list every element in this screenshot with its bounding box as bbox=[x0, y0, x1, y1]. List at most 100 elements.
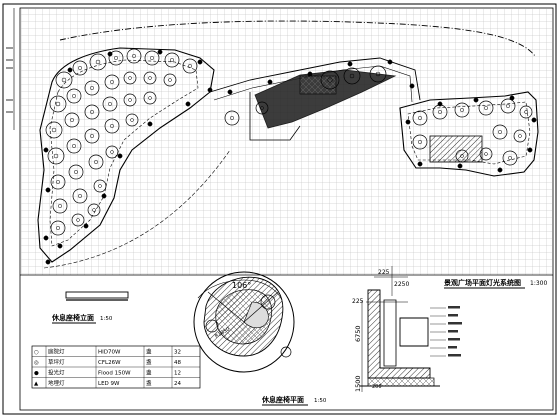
tree-canopy bbox=[93, 179, 107, 193]
light-fixture-dot bbox=[45, 259, 51, 265]
legend-unit: 盏 bbox=[146, 369, 152, 377]
tree-canopy bbox=[513, 129, 527, 143]
tree-trunk bbox=[188, 64, 192, 68]
tree-trunk bbox=[130, 118, 134, 122]
tree-trunk bbox=[418, 116, 422, 120]
light-fixture-dot bbox=[405, 119, 411, 125]
site-bottom-arc bbox=[43, 149, 231, 269]
legend-qty: 32 bbox=[174, 350, 181, 356]
tree-canopy bbox=[72, 188, 88, 204]
light-fixture-dot bbox=[497, 167, 503, 173]
tree-canopy bbox=[64, 112, 80, 128]
legend-symbol: ● bbox=[34, 371, 39, 377]
tree-trunk bbox=[150, 56, 154, 60]
dim-225-top: 225 bbox=[378, 269, 390, 276]
tree-trunk bbox=[95, 59, 101, 65]
tree-trunk bbox=[508, 156, 512, 160]
seat-plan-angle-leg-1 bbox=[207, 291, 245, 323]
tree-canopy bbox=[125, 113, 139, 127]
light-fixture-dot bbox=[45, 187, 51, 193]
tree-trunk bbox=[114, 56, 118, 60]
tree-canopy bbox=[224, 110, 240, 126]
tree-trunk bbox=[78, 66, 82, 70]
tree-trunk bbox=[148, 76, 152, 80]
light-fixture-symbols bbox=[43, 49, 537, 265]
tree-canopy bbox=[502, 150, 518, 166]
tree-trunk bbox=[110, 80, 114, 84]
tree-trunk bbox=[78, 194, 82, 198]
legend-unit: 盏 bbox=[146, 379, 152, 387]
tree-canopy bbox=[55, 71, 73, 89]
tree-canopy bbox=[455, 149, 469, 163]
tree-trunk bbox=[70, 118, 74, 122]
tree-canopy bbox=[412, 110, 428, 126]
tree-trunk bbox=[72, 144, 76, 148]
tree-canopy bbox=[164, 52, 180, 68]
right-building-block bbox=[429, 135, 483, 163]
tree-canopy bbox=[50, 220, 66, 236]
legend-symbol: ○ bbox=[34, 350, 39, 356]
tree-trunk bbox=[170, 58, 174, 62]
tree-trunk bbox=[506, 104, 510, 108]
tree-trunk bbox=[375, 71, 381, 77]
tree-canopy bbox=[123, 71, 137, 85]
seat-elevation-title: 休息座椅立面 bbox=[51, 313, 94, 322]
tree-trunk bbox=[524, 110, 528, 114]
seat-plan-circle-bottom bbox=[280, 346, 292, 358]
tree-trunk bbox=[92, 208, 96, 212]
tree-canopy bbox=[500, 98, 516, 114]
dim-2250: 2250 bbox=[394, 281, 409, 288]
tree-canopy bbox=[412, 134, 428, 150]
tree-trunk bbox=[460, 154, 464, 158]
tree-canopy bbox=[47, 147, 65, 165]
tree-trunk bbox=[90, 86, 94, 90]
tree-symbols bbox=[45, 48, 533, 236]
tree-canopy bbox=[143, 71, 157, 85]
light-fixture-dot bbox=[43, 147, 49, 153]
light-fixture-dot bbox=[67, 67, 73, 73]
tree-canopy bbox=[102, 96, 118, 112]
tree-trunk bbox=[72, 94, 76, 98]
tree-canopy bbox=[343, 67, 361, 85]
tree-canopy bbox=[89, 53, 107, 71]
legend-spec: CFL26W bbox=[98, 360, 121, 366]
tree-canopy bbox=[126, 48, 142, 64]
tree-canopy bbox=[492, 124, 508, 140]
tree-trunk bbox=[108, 102, 112, 106]
light-fixture-dot bbox=[417, 161, 423, 167]
tree-trunk bbox=[518, 134, 522, 138]
light-fixture-dot bbox=[43, 235, 49, 241]
legend-qty: 48 bbox=[174, 360, 181, 366]
light-fixture-dot bbox=[57, 243, 63, 249]
main-plan-scale: 1:300 bbox=[530, 280, 547, 287]
tree-trunk bbox=[327, 77, 333, 83]
tree-canopy bbox=[84, 104, 100, 120]
tree-trunk bbox=[460, 108, 464, 112]
light-fixture-dot bbox=[509, 95, 515, 101]
tree-trunk bbox=[90, 110, 94, 114]
light-fixture-dot bbox=[347, 61, 353, 67]
tree-canopy bbox=[72, 60, 88, 76]
tree-canopy bbox=[255, 101, 269, 115]
site-top-arc bbox=[59, 20, 536, 57]
dim-225-right: 225 bbox=[352, 298, 364, 305]
tree-trunk bbox=[58, 204, 62, 208]
tree-canopy bbox=[123, 93, 137, 107]
tree-trunk bbox=[128, 76, 132, 80]
legend-qty: 12 bbox=[174, 371, 181, 377]
light-fixture-dot bbox=[527, 147, 533, 153]
section-wall bbox=[367, 289, 431, 379]
seat-section-detail: 225 2250 225 6750 1500 200 bbox=[352, 266, 462, 392]
tree-trunk bbox=[51, 127, 57, 133]
site-inner-edge-right bbox=[407, 101, 531, 165]
seat-plan-circle-right bbox=[260, 294, 276, 310]
light-fixture-dot bbox=[409, 83, 415, 89]
tree-trunk bbox=[128, 98, 132, 102]
seat-plan-scale: 1:50 bbox=[314, 398, 327, 404]
tree-trunk bbox=[418, 140, 422, 144]
tree-trunk bbox=[61, 77, 67, 83]
light-fixture-dot bbox=[147, 121, 153, 127]
